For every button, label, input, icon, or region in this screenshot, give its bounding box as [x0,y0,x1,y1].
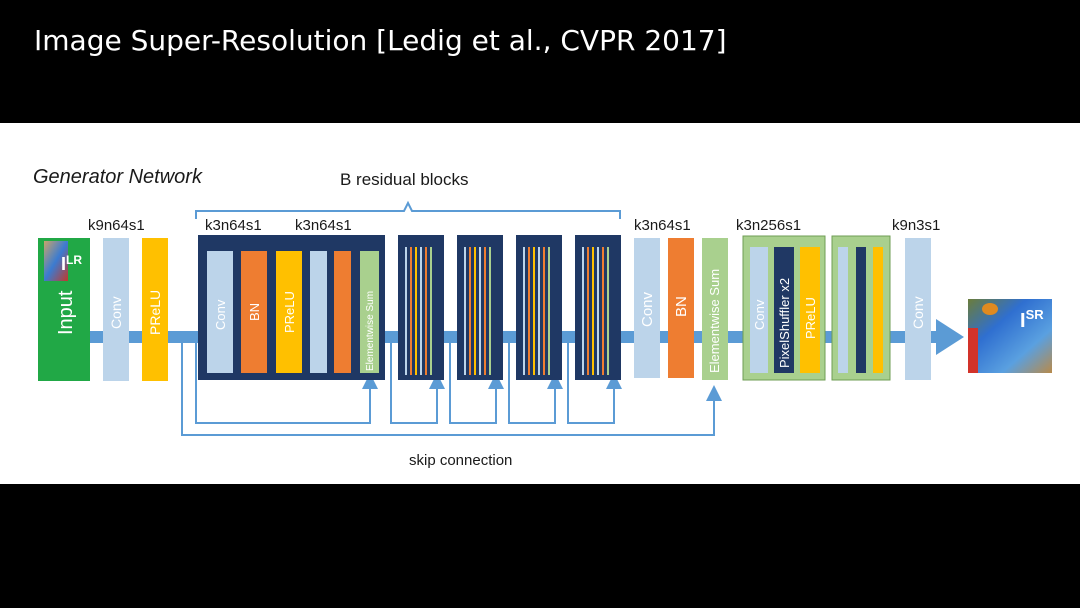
rb-bn-1-label: BN [247,303,262,321]
post-elementwise-sum-label: Elementwise Sum [707,269,722,373]
diagram-heading: Generator Network [33,166,203,188]
generator-diagram: Generator Network B residual blocks k9n6… [33,166,1052,469]
up-prelu-label: PReLU [803,297,818,339]
slide-title: Image Super-Resolution [Ledig et al., CV… [34,24,727,57]
post-bn-layer [668,238,694,378]
final-conv-layer [905,238,931,380]
residual-skip-arrow-5 [567,337,622,424]
prelu-layer-1-label: PReLU [147,290,163,335]
rb-elementwise-sum-label: Elementwise Sum [365,291,376,371]
residual-brace [195,200,621,219]
kernel-label-5: k3n256s1 [736,217,801,234]
diagram-panel: Generator Network B residual blocks k9n6… [0,123,1080,484]
post-conv-layer [634,238,660,378]
rb-bn-2 [334,251,351,373]
kernel-label-1: k9n64s1 [88,217,145,234]
kernel-label-6: k9n3s1 [892,217,940,234]
post-bn-label: BN [673,296,690,317]
kernel-label-4: k3n64s1 [634,217,691,234]
kernel-label-2: k3n64s1 [205,217,262,234]
residual-block-4 [516,235,562,380]
rb-conv-2 [310,251,327,373]
output-image [968,299,1052,373]
residual-skip-arrow-1 [195,337,378,424]
residual-skip-arrow-4 [508,337,563,424]
rb-conv-1 [207,251,233,373]
skip-connection-label: skip connection [409,452,512,469]
rb-conv-1-label: Conv [213,299,228,330]
input-image-thumb [44,241,68,281]
conv-layer-1-label: Conv [108,296,124,329]
final-conv-label: Conv [910,296,926,329]
rb-prelu-label: PReLU [282,291,297,333]
skip-connection-arrow [181,337,722,436]
input-label: Input [55,290,77,335]
output-image-eye [982,303,998,315]
up-conv [750,247,768,373]
post-elementwise-sum [702,238,728,380]
up-prelu [800,247,820,373]
rb-prelu [276,251,302,373]
residual-block-2 [398,235,444,380]
output-image-label: ISR [1020,307,1044,332]
conv-layer-1 [103,238,129,381]
main-flow-arrowhead [936,319,964,355]
post-conv-label: Conv [639,291,656,327]
pixel-shuffler [774,247,794,373]
residual-skip-arrow-3 [449,337,504,424]
prelu-layer-1 [142,238,168,381]
output-image-nose [968,328,978,373]
kernel-label-3: k3n64s1 [295,217,352,234]
residual-blocks-label: B residual blocks [340,170,469,189]
residual-block-5 [575,235,621,380]
input-image-label: ILR [61,253,82,274]
rb-elementwise-sum [360,251,379,373]
up-conv-label: Conv [752,299,767,330]
upsample-block-2 [831,235,891,381]
residual-skip-arrow-2 [390,337,445,424]
rb-bn-1 [241,251,267,373]
pixel-shuffler-label: PixelShuffler x2 [777,278,792,368]
residual-block-3 [457,235,503,380]
